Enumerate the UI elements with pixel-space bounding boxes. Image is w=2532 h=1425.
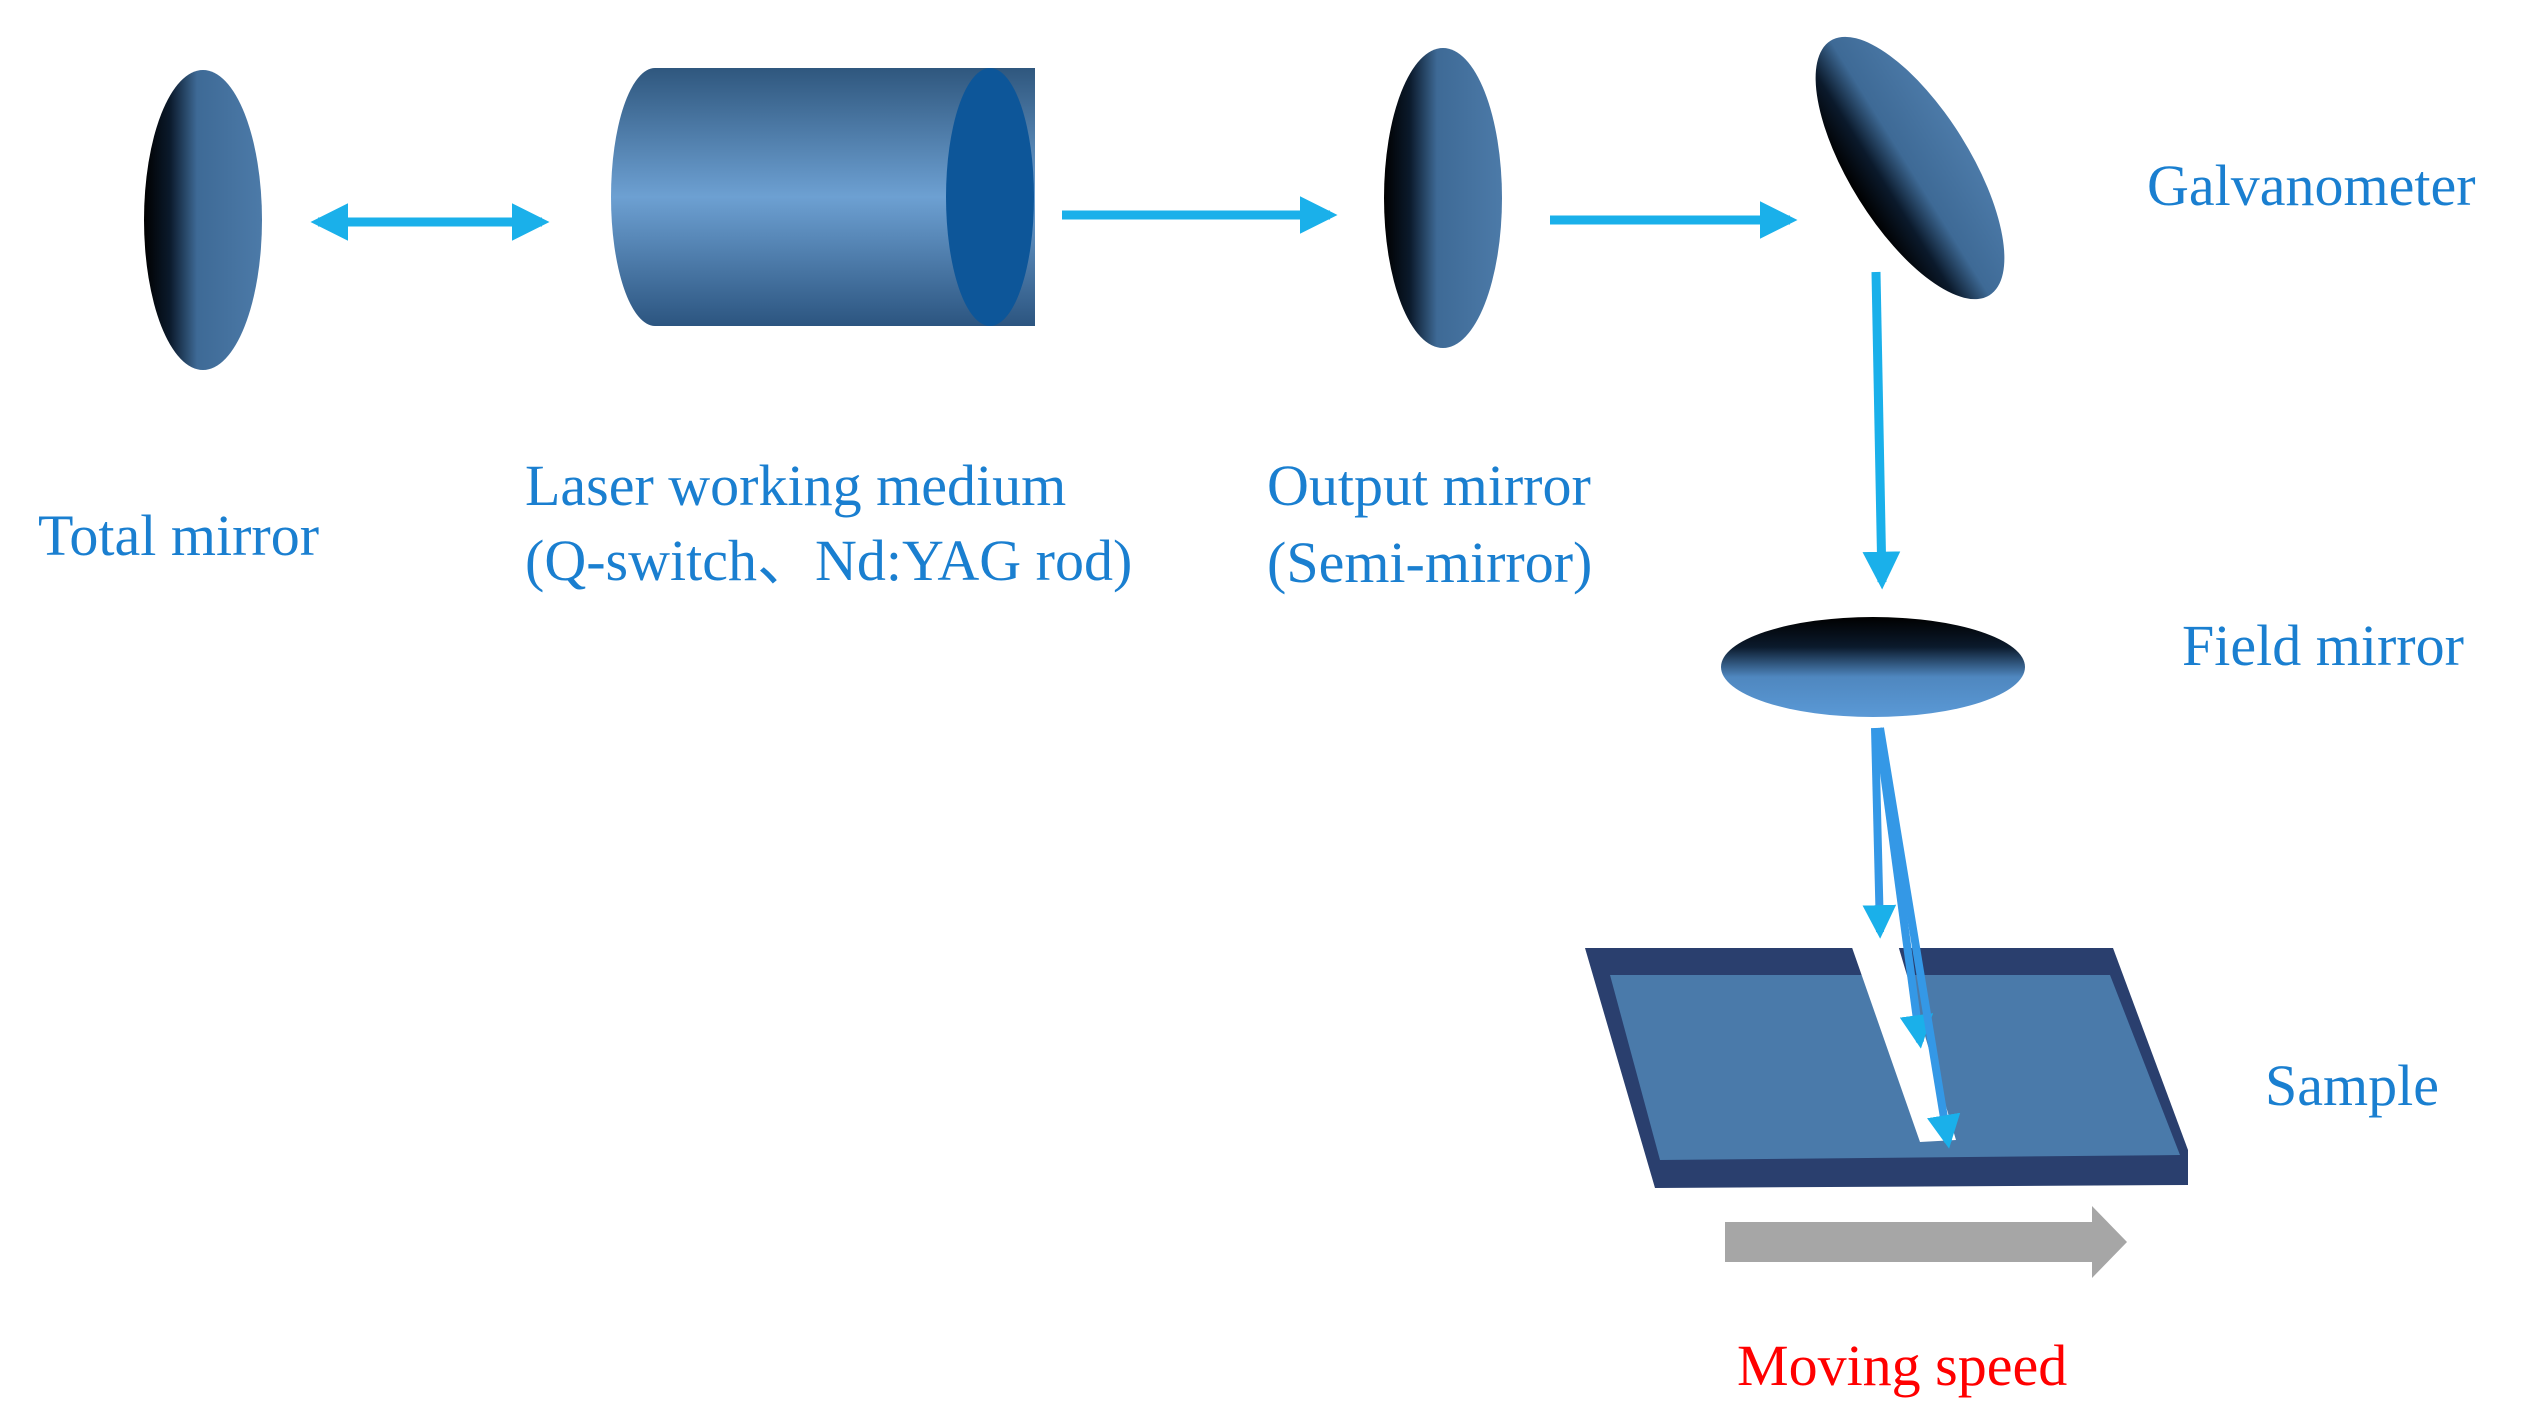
- label-total-mirror: Total mirror: [38, 503, 319, 568]
- focused-beams: [1862, 727, 1961, 1149]
- label-galvanometer: Galvanometer: [2147, 153, 2476, 218]
- label-laser-medium-line1: Laser working medium: [525, 453, 1066, 518]
- label-laser-medium-line2: (Q-switch、Nd:YAG rod): [525, 528, 1132, 593]
- label-output-mirror-line1: Output mirror: [1267, 453, 1591, 518]
- total-mirror: [144, 70, 262, 370]
- field-mirror: [1721, 617, 2025, 717]
- laser-working-medium: [611, 68, 1035, 326]
- beam-arrow-to-field-mirror: [1862, 271, 1901, 590]
- label-field-mirror: Field mirror: [2182, 613, 2464, 678]
- sample-plate: [1585, 935, 2188, 1188]
- output-mirror: [1384, 48, 1502, 348]
- label-output-mirror-line2: (Semi-mirror): [1267, 530, 1592, 595]
- galvanometer-mirror: [1815, 36, 2005, 300]
- label-sample: Sample: [2265, 1053, 2439, 1118]
- label-moving-speed: Moving speed: [1737, 1333, 2067, 1398]
- moving-speed-arrow: [1725, 1206, 2127, 1278]
